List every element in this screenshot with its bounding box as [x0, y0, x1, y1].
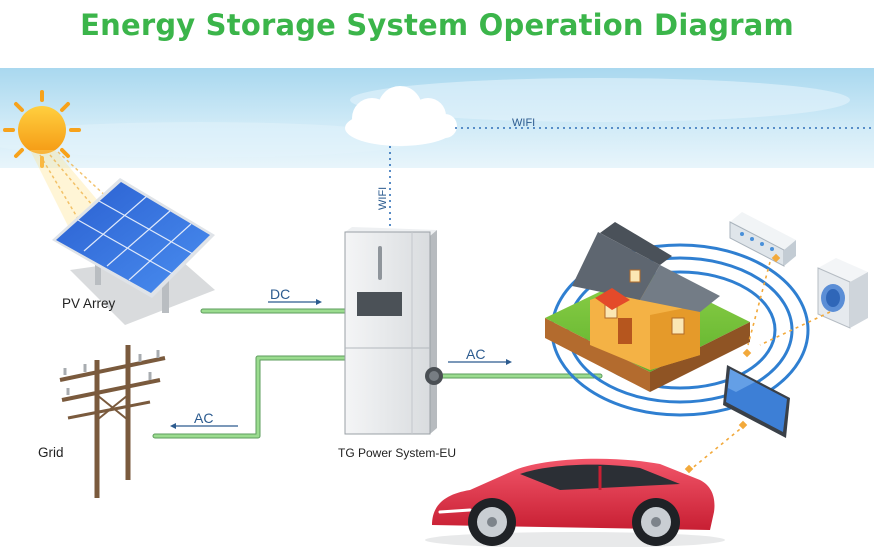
ac-house-label: AC — [466, 346, 485, 362]
car-rear-wheel — [632, 498, 680, 546]
wifi-links — [389, 127, 874, 232]
pv-label: PV Arrey — [62, 296, 116, 311]
car-front-wheel — [468, 498, 516, 546]
diagram-title: Energy Storage System Operation Diagram — [80, 8, 794, 42]
car-icon — [425, 458, 725, 547]
cloud-icon — [345, 86, 457, 146]
wifi-label-vertical: WIFI — [377, 187, 389, 210]
power-pole-icon — [59, 345, 166, 498]
inverter-label: TG Power System-EU — [338, 446, 456, 460]
ac-grid-label: AC — [194, 410, 213, 426]
inverter-icon — [344, 227, 443, 435]
washing-machine-icon — [817, 258, 868, 329]
ac-grid-arrow — [170, 423, 238, 429]
ac-house-arrow — [448, 359, 512, 365]
device-wifi-links — [689, 261, 831, 471]
wifi-label-horizontal: WIFI — [512, 117, 535, 129]
dc-label: DC — [270, 286, 290, 302]
dc-arrow — [268, 299, 322, 305]
tv-icon — [723, 365, 790, 438]
house-icon — [545, 222, 750, 392]
solar-panel-icon — [52, 178, 215, 325]
grid-label: Grid — [38, 445, 64, 460]
air-conditioner-icon — [729, 212, 796, 267]
